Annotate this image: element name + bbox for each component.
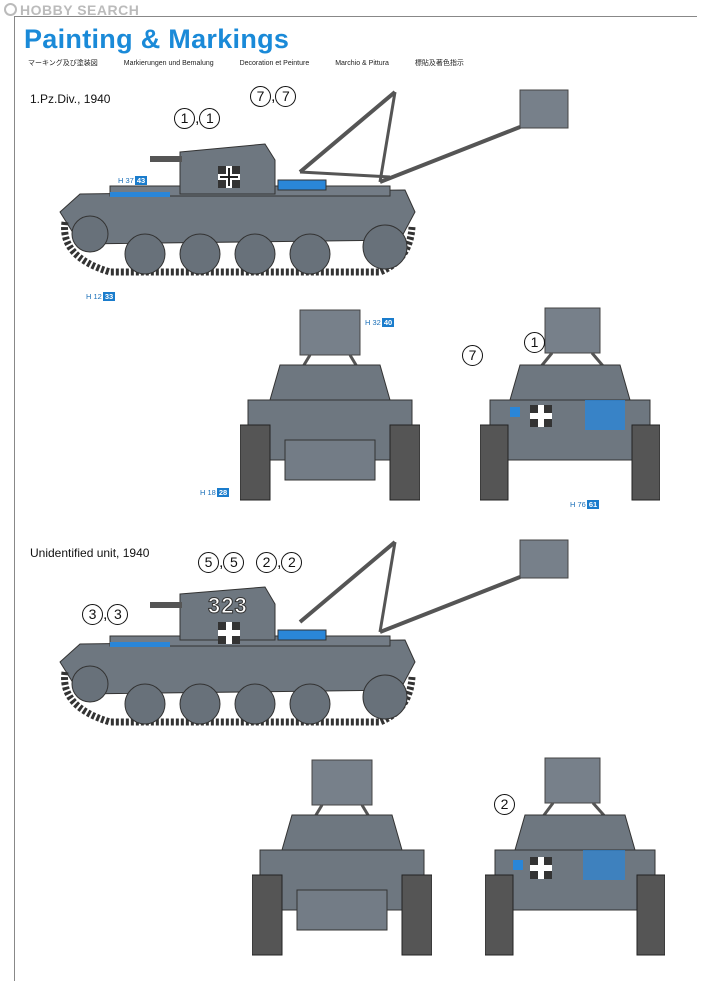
scheme1-unit-label: 1.Pz.Div., 1940	[30, 92, 111, 106]
scheme2-callout-3: 3,3	[82, 604, 129, 625]
scheme2-unit-label: Unidentified unit, 1940	[30, 546, 150, 560]
scheme2-callout-2: 2,2	[256, 552, 303, 573]
scheme1-rear-callouts: 7	[462, 345, 483, 366]
scheme1-rear-view	[480, 307, 660, 501]
lang-fr: Decoration et Peinture	[239, 60, 310, 67]
page-title: Painting & Markings	[24, 24, 290, 54]
watermark: HOBBY SEARCH	[4, 2, 139, 18]
scheme2-rear-callout: 2	[494, 794, 515, 815]
scheme2-callout-5: 5,5	[198, 552, 245, 573]
scheme2-rear-view	[485, 757, 665, 956]
turret-number: 323	[208, 593, 248, 619]
lang-cn: 標貼及著色指示	[414, 60, 464, 67]
watermark-text: HOBBY SEARCH	[20, 2, 140, 18]
scheme1-front-view	[240, 309, 420, 501]
scheme1-callout-7: 7,7	[250, 86, 297, 107]
scheme2-side-view	[59, 539, 569, 726]
lang-it: Marchio & Pittura	[335, 60, 389, 67]
language-labels: マーキング及び塗装図 Markierungen und Bemalung Dec…	[28, 58, 488, 68]
scheme1-callout-1: 1,1	[174, 108, 221, 129]
scheme1-side-view	[59, 89, 569, 276]
lang-de: Markierungen und Bemalung	[123, 60, 214, 67]
lang-jp: マーキング及び塗装図	[28, 60, 98, 67]
watermark-logo-icon	[4, 3, 17, 16]
scheme2-front-view	[252, 759, 432, 956]
page-frame	[14, 16, 697, 981]
